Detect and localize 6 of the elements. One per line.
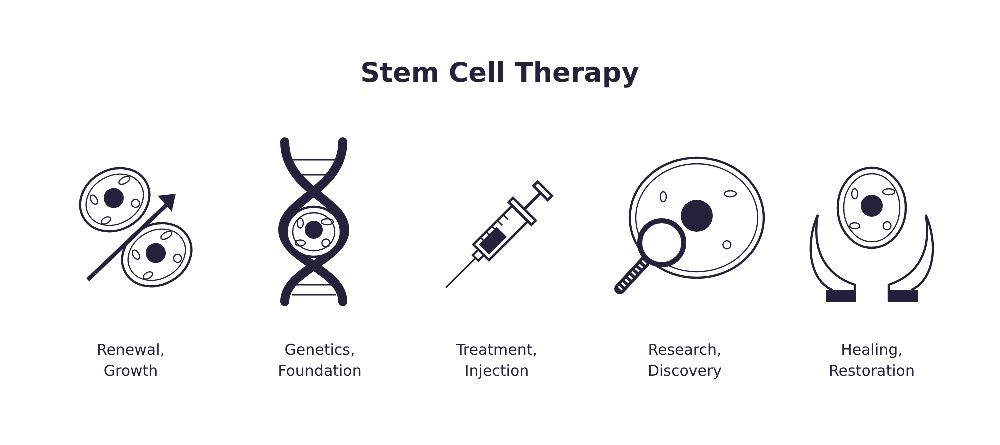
title: Stem Cell Therapy — [360, 58, 640, 89]
icon-caption: Research, Discovery — [648, 340, 722, 382]
icon-caption: Treatment, Injection — [456, 340, 538, 382]
icon-caption: Genetics, Foundation — [278, 340, 362, 382]
icon-caption: Healing, Restoration — [829, 340, 915, 382]
icon-caption: Renewal, Growth — [96, 340, 166, 382]
